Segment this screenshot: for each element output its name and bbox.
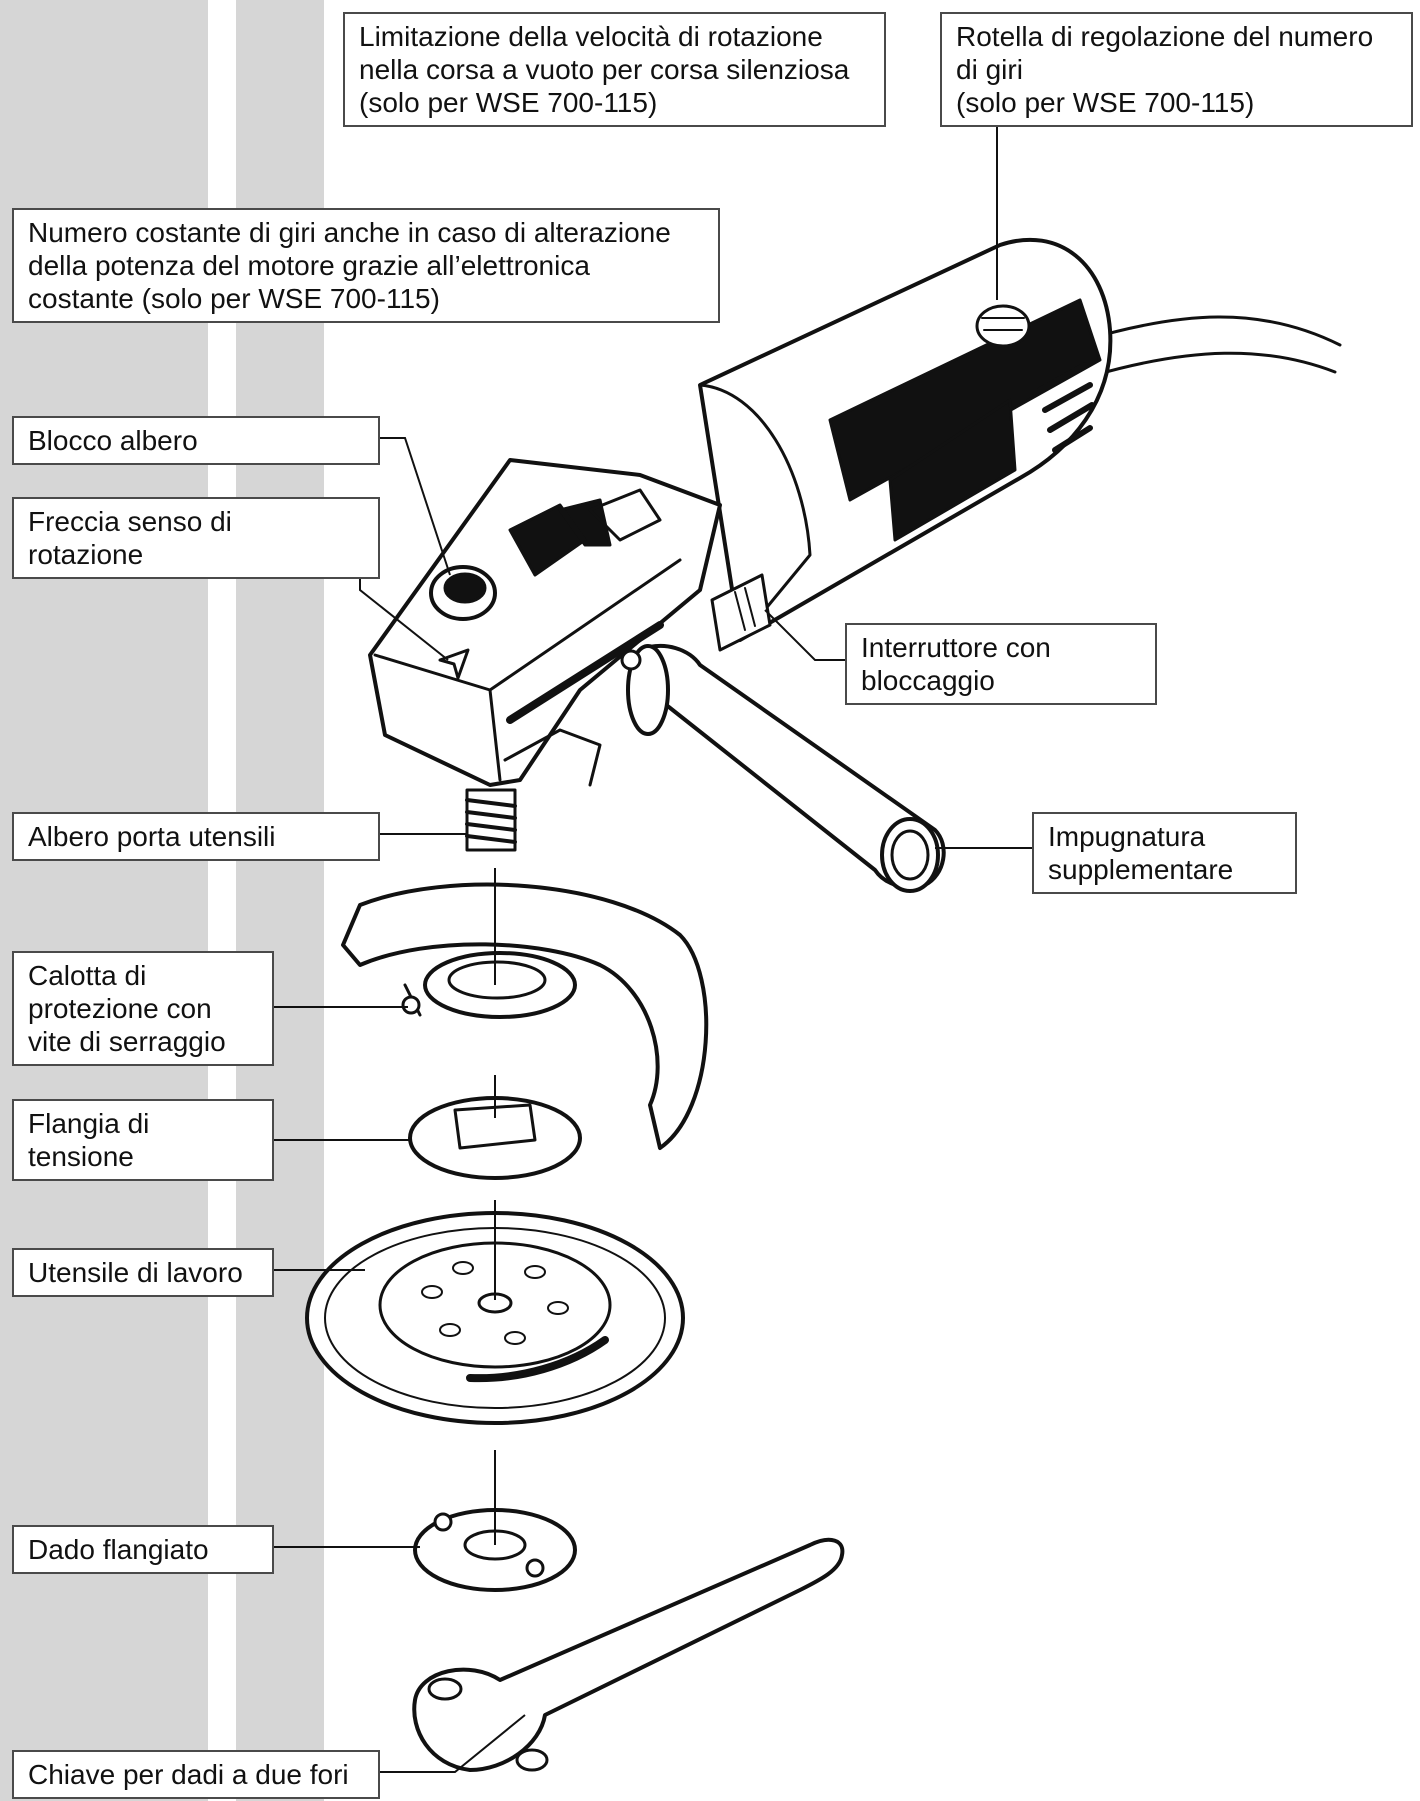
callout-calotta: Calotta di protezione con vite di serrag… [12, 951, 274, 1066]
callout-impugnatura: Impugnatura supplementare [1032, 812, 1297, 894]
callout-albero-porta: Albero porta utensili [12, 812, 380, 861]
speed-wheel-shape [975, 304, 1031, 348]
spanner-shape [412, 1537, 845, 1772]
callout-utensile: Utensile di lavoro [12, 1248, 274, 1297]
callout-chiave: Chiave per dadi a due fori [12, 1750, 380, 1799]
leader-chiave [380, 1714, 526, 1773]
leader-interruttore [764, 609, 845, 661]
callout-limitazione: Limitazione della velocità di rotazione … [343, 12, 886, 127]
callout-freccia: Freccia senso di rotazione [12, 497, 380, 579]
callout-rotella: Rotella di regolazione del numero di gir… [940, 12, 1413, 127]
callout-interruttore: Interruttore con bloccaggio [845, 623, 1157, 705]
leader-blocco [380, 437, 451, 576]
gear-head [368, 458, 722, 787]
callout-flangia: Flangia di tensione [12, 1099, 274, 1181]
guard-shape [341, 882, 709, 1150]
callout-dado: Dado flangiato [12, 1525, 274, 1574]
power-cord [1083, 315, 1342, 347]
callout-blocco-albero: Blocco albero [12, 416, 380, 465]
callout-numero-costante: Numero costante di giri anche in caso di… [12, 208, 720, 323]
rotation-arrow-mark [438, 648, 470, 680]
